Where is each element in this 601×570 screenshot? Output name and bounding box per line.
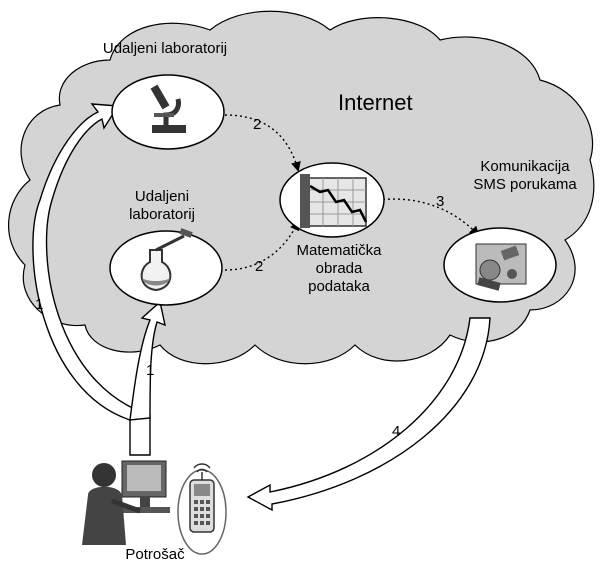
lab-top-label: Udaljeni laboratorij [102,40,228,57]
flask-icon [140,228,193,292]
stock-chart-icon [300,174,368,228]
math-label: Matematička obrada podataka [296,242,382,295]
step-2-bottom: 2 [255,258,264,275]
arrow-1-left [32,103,151,456]
step-3: 3 [436,193,445,210]
step-1-left: 1 [35,296,44,313]
arrow-2-bottom [224,220,300,271]
lab-bottom-label: Udaljeni laboratorij [129,188,195,223]
step-2-top: 2 [253,116,262,133]
cloud-label: Internet [338,90,413,115]
arrow-4 [246,317,491,512]
satellite-communication-icon [475,243,527,291]
step-1-middle: 1 [146,362,155,379]
mobile-phone-icon [177,463,227,555]
node-lab-top [111,74,225,150]
microscope-icon [150,84,186,133]
sms-label: Komunikacija SMS porukama [473,158,577,193]
person-at-computer-icon [82,460,170,545]
step-4: 4 [392,423,401,440]
consumer-label: Potrošač [125,546,185,563]
